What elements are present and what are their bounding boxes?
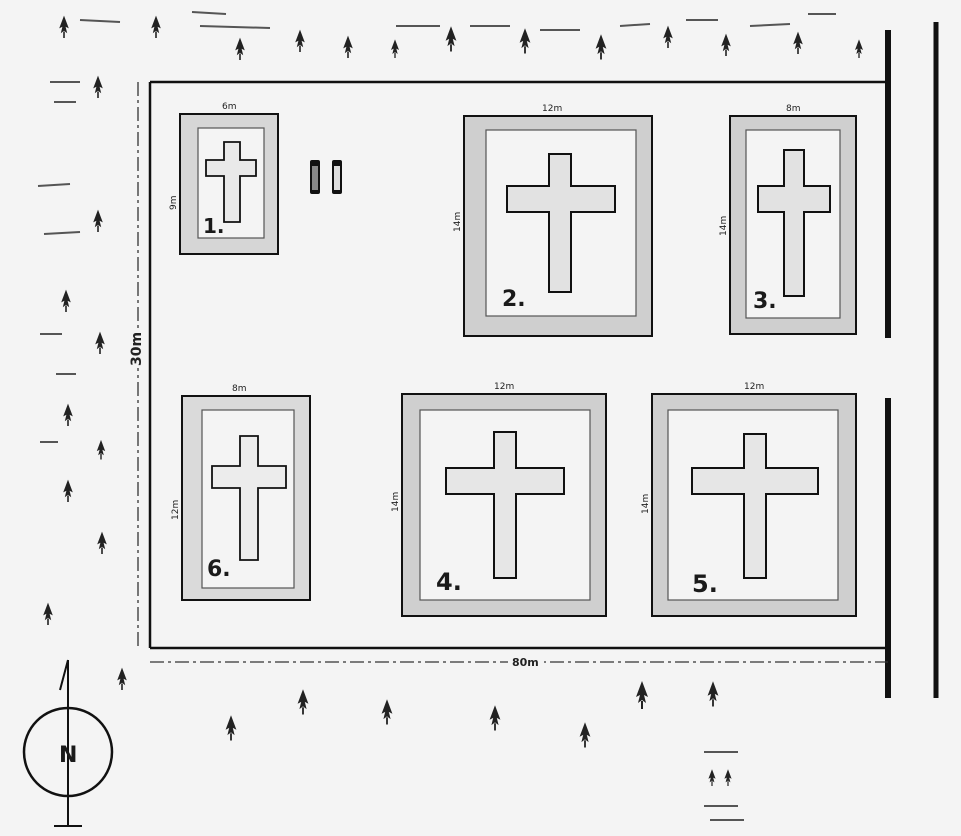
tree-icon bbox=[721, 33, 731, 56]
tree-icon bbox=[59, 15, 69, 38]
cross-icon bbox=[757, 149, 831, 297]
plot-3-number: 3. bbox=[753, 289, 777, 314]
plot-2: 12m 14m 2. bbox=[453, 104, 653, 337]
plot-3-height: 14m bbox=[719, 216, 729, 236]
tree-icon bbox=[63, 403, 73, 426]
cross-icon bbox=[211, 435, 287, 561]
plot-4: 12m 14m 4. bbox=[391, 382, 607, 617]
tree-icon bbox=[93, 75, 103, 98]
dimension-lines: 30m 80m bbox=[125, 82, 888, 669]
memorial-stones-icon bbox=[310, 160, 342, 194]
tree-icon bbox=[93, 209, 103, 232]
plot-6: 8m 12m 6. bbox=[171, 384, 311, 601]
tree-icon bbox=[225, 715, 237, 741]
tree-icon bbox=[151, 15, 161, 38]
tree-icon bbox=[707, 681, 719, 707]
plot-2-height: 14m bbox=[453, 212, 463, 232]
tree-icon bbox=[445, 26, 457, 52]
plot-6-height: 12m bbox=[171, 500, 181, 520]
tree-icon bbox=[117, 667, 127, 690]
plot-4-width: 12m bbox=[494, 382, 514, 392]
tree-icon bbox=[708, 769, 716, 786]
plot-4-height: 14m bbox=[391, 492, 401, 512]
north-arrow-icon: N bbox=[22, 659, 114, 827]
tree-icon bbox=[43, 602, 53, 625]
plot-1: 6m 9m 1. bbox=[169, 102, 279, 255]
tree-icon bbox=[295, 29, 305, 52]
cross-icon bbox=[205, 141, 257, 223]
tree-icon bbox=[343, 35, 353, 58]
tree-icon bbox=[579, 722, 591, 748]
cross-icon bbox=[691, 433, 819, 579]
cross-icon bbox=[445, 431, 565, 579]
tree-icon bbox=[235, 37, 245, 60]
tree-icon bbox=[63, 479, 73, 502]
tree-icon bbox=[663, 25, 673, 48]
cemetery-boundary bbox=[148, 22, 939, 698]
tree-icon bbox=[61, 289, 71, 312]
tree-icon bbox=[724, 769, 732, 786]
overall-height-label: 30m bbox=[129, 332, 145, 366]
plot-5: 12m 14m 5. bbox=[641, 382, 857, 617]
plot-4-number: 4. bbox=[436, 568, 462, 596]
plot-1-number: 1. bbox=[203, 214, 225, 238]
tree-icon bbox=[297, 689, 309, 715]
plot-3-width: 8m bbox=[786, 104, 801, 114]
overall-width-label: 80m bbox=[512, 656, 539, 669]
plot-3: 8m 14m 3. bbox=[719, 104, 857, 335]
cross-icon bbox=[506, 153, 616, 293]
tree-icon bbox=[793, 31, 803, 54]
tree-icon bbox=[489, 705, 501, 731]
plot-5-width: 12m bbox=[744, 382, 764, 392]
tree-icon bbox=[96, 439, 106, 460]
tree-icon bbox=[95, 331, 105, 354]
plot-6-number: 6. bbox=[207, 557, 231, 582]
plot-5-number: 5. bbox=[692, 570, 718, 598]
plot-2-number: 2. bbox=[502, 287, 526, 312]
tree-icon bbox=[595, 34, 607, 60]
plot-2-width: 12m bbox=[542, 104, 562, 114]
plot-1-width: 6m bbox=[222, 102, 237, 112]
tree-icon bbox=[519, 28, 531, 54]
tree-icon bbox=[97, 531, 107, 554]
tree-icon bbox=[391, 39, 399, 58]
tree-icon bbox=[636, 681, 648, 709]
tree-icon bbox=[381, 699, 393, 725]
tree-icon bbox=[855, 39, 863, 58]
plot-6-width: 8m bbox=[232, 384, 247, 394]
plot-5-height: 14m bbox=[641, 494, 651, 514]
north-label: N bbox=[59, 743, 77, 768]
plot-1-height: 9m bbox=[169, 196, 179, 211]
ground-hatching bbox=[37, 11, 836, 821]
